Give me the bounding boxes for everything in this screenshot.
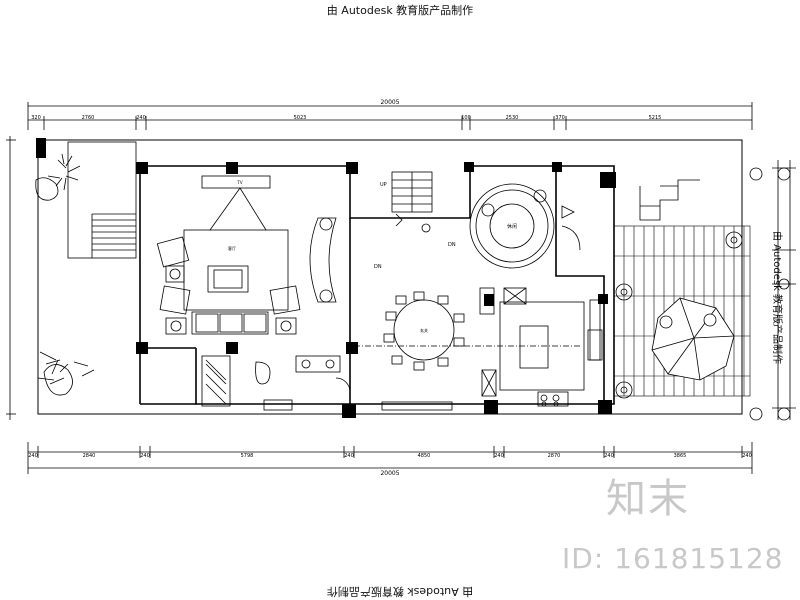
dim-bottom-4: 240 <box>344 453 354 459</box>
terrace-plants <box>615 167 791 421</box>
plant-top-left <box>35 153 81 201</box>
dim-top-2: 240 <box>136 115 146 121</box>
overall-top-label: 20005 <box>380 99 399 106</box>
overall-bottom-label: 20005 <box>380 470 399 477</box>
dim-bottom-10: 240 <box>742 453 752 459</box>
dim-bottom-6: 240 <box>494 453 504 459</box>
right-dimension-chain <box>772 160 796 420</box>
round-room-label: 休闲 <box>507 223 517 230</box>
autodesk-stamp-top: 由 Autodesk 教育版产品制作 <box>326 4 474 17</box>
dim-bottom-1: 2840 <box>83 453 96 459</box>
dim-bottom-5: 4850 <box>418 453 431 459</box>
left-dimension-chain <box>6 136 16 420</box>
kitchen <box>479 287 603 407</box>
dim-bottom-3: 5798 <box>241 453 254 459</box>
bottom-dimension-chain <box>27 442 753 474</box>
plant-bottom-left <box>37 351 95 396</box>
dim-bottom-9: 3865 <box>674 453 687 459</box>
top-dimension-chain <box>27 102 753 130</box>
zhimo-watermark-id: ID: 161815128 <box>562 542 784 575</box>
dn-label-upper: DN <box>448 242 456 248</box>
columns <box>36 138 616 418</box>
dim-top-3: 5023 <box>294 115 307 121</box>
dim-top-6: 370 <box>555 115 565 121</box>
dim-top-4: 100 <box>461 115 471 121</box>
left-stair <box>67 141 137 259</box>
living-room-set <box>156 175 337 335</box>
terrace-stair <box>639 179 700 221</box>
terrace-umbrella-set <box>651 297 735 381</box>
dim-top-1: 2760 <box>82 115 95 121</box>
living-table-label: 客厅 <box>228 245 236 251</box>
dining-label: 玄关 <box>420 327 428 333</box>
round-leisure-room <box>469 183 581 269</box>
bathroom <box>201 355 351 411</box>
dn-label-dining: DN <box>374 264 382 270</box>
center-stair <box>391 171 433 233</box>
dim-bottom-0: 240 <box>28 453 38 459</box>
dim-bottom-8: 240 <box>604 453 614 459</box>
dim-bottom-2: 240 <box>140 453 150 459</box>
dim-top-7: 5215 <box>649 115 662 121</box>
tv-label: TV <box>236 180 242 185</box>
dining-set <box>354 291 580 411</box>
dim-bottom-7: 2870 <box>548 453 561 459</box>
up-label: UP <box>380 182 387 188</box>
dim-top-5: 2530 <box>506 115 519 121</box>
zhimo-watermark-logo: 知末 <box>606 476 690 522</box>
dim-top-0: 320 <box>31 115 41 121</box>
site-boundary <box>37 139 743 415</box>
